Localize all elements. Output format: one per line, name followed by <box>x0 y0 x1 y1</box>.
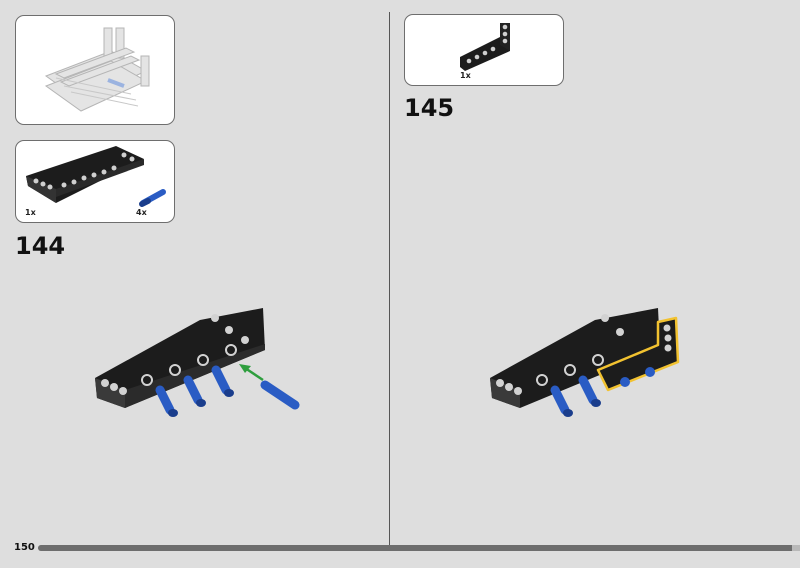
progress-bar-fill <box>38 545 793 551</box>
step-number: 145 <box>404 94 455 122</box>
l-beam-part <box>460 23 510 71</box>
step-144-assembly-image <box>95 308 300 417</box>
previous-assembly-image <box>44 27 150 112</box>
part-quantity: 4x <box>136 208 147 217</box>
part-quantity: 1x <box>25 208 36 217</box>
page-number: 150 <box>14 542 35 553</box>
new-l-beam <box>596 316 680 392</box>
black-panel <box>95 308 265 408</box>
black-panel-part <box>26 146 144 203</box>
previous-assembly-box <box>15 15 175 125</box>
blue-pins <box>550 367 655 417</box>
step-145-assembly-image <box>490 308 680 417</box>
step-divider <box>389 12 390 546</box>
insert-arrow-icon <box>239 364 264 382</box>
parts-images <box>26 146 166 207</box>
step-number: 144 <box>15 232 66 260</box>
blue-pin-part <box>139 189 166 207</box>
part-quantity: 1x <box>460 71 471 80</box>
blue-pins <box>155 365 300 417</box>
step-144-parts-box: 1x 4x <box>15 140 175 223</box>
progress-bar <box>38 545 800 551</box>
black-panel <box>490 308 660 408</box>
step-145-parts-box: 1x <box>404 14 564 86</box>
